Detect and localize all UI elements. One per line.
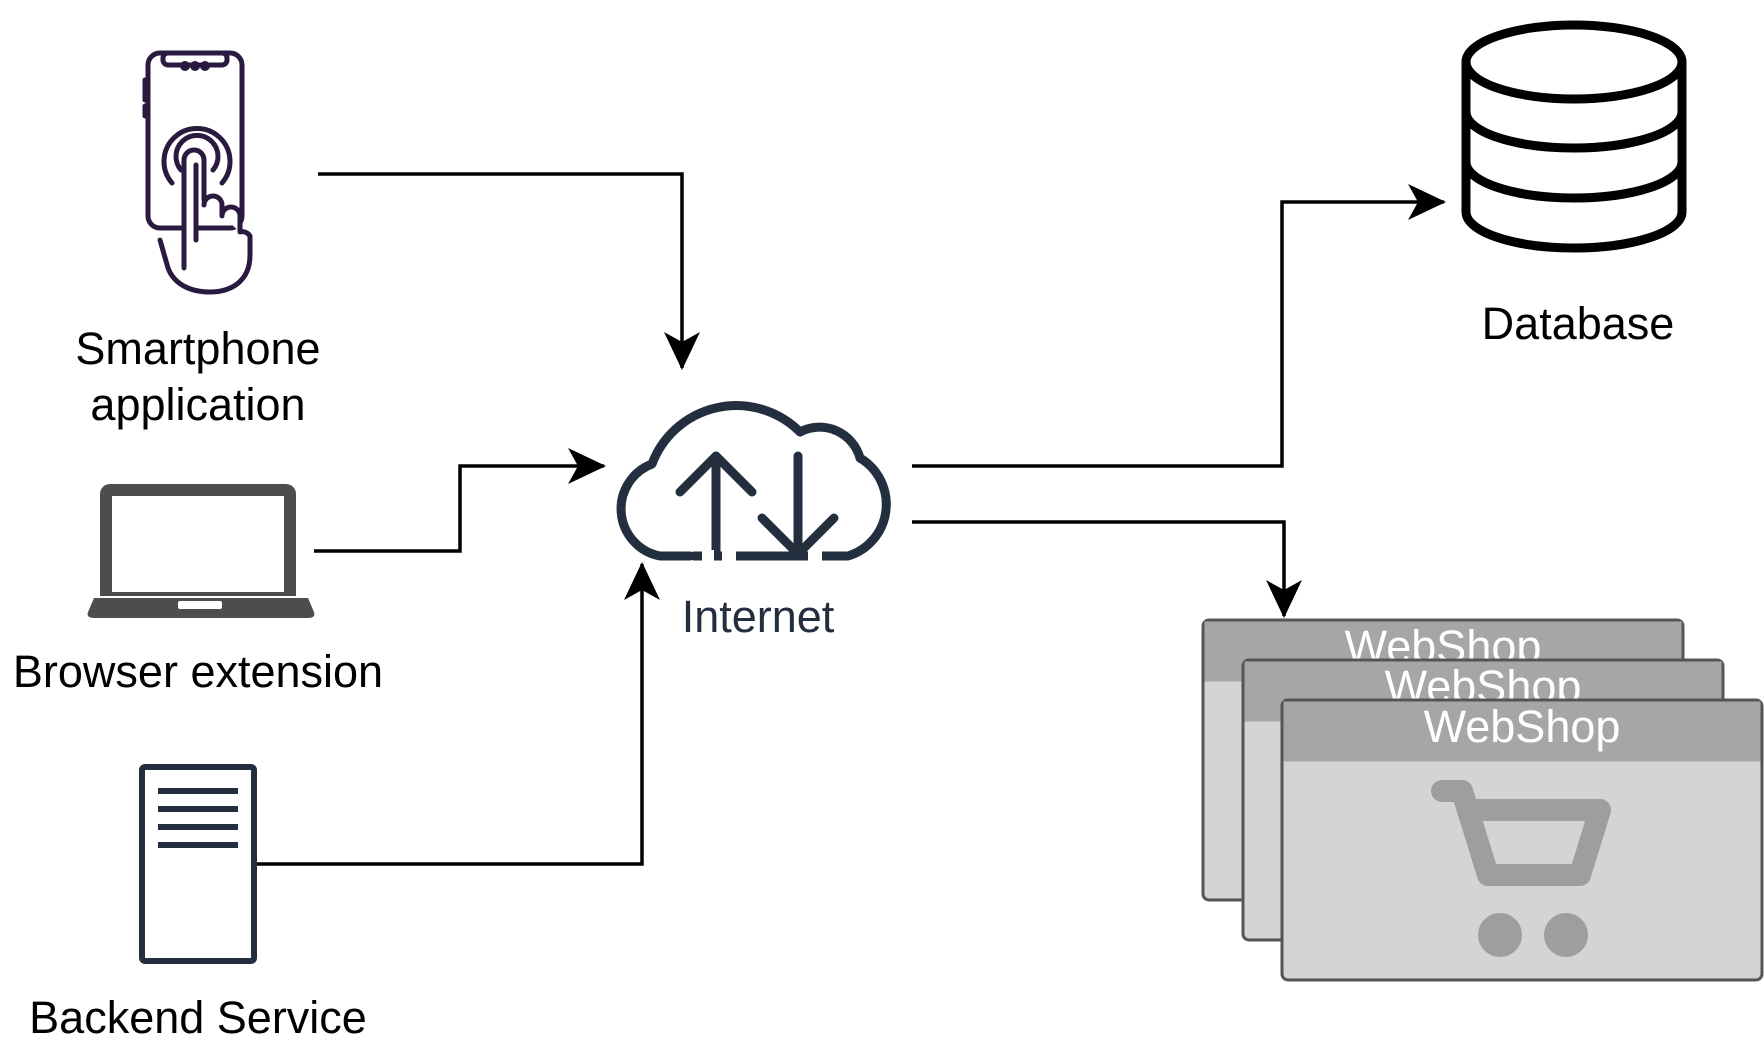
database-label: Database [1482,298,1675,349]
cloud-gap-right [808,550,822,562]
cloud-gap-left [702,550,714,562]
edges [256,172,1446,866]
database-icon [1461,20,1687,253]
internet-node: Internet [616,401,891,642]
server-icon [139,764,257,964]
cloud-upload-download-icon [616,401,891,561]
edge-internet-database [912,184,1446,468]
webshops-node: WebShop WebShop WebShop [1201,618,1764,982]
edge-internet-webshops [912,520,1302,618]
browser-label: Browser extension [13,646,383,697]
smartphone-touch-icon [142,50,253,295]
smartphone-label-line1: Smartphone [75,323,320,374]
database-node: Database [1461,20,1687,349]
edge-browser-internet [314,448,606,553]
browser-node: Browser extension [13,484,383,697]
backend-label: Backend Service [29,992,367,1043]
cloud-gap-mid [722,550,736,562]
smartphone-node: Smartphone application [75,50,321,430]
laptop-icon [87,484,315,618]
backend-node: Backend Service [29,764,367,1043]
webshop-title: WebShop [1424,701,1621,752]
internet-label: Internet [682,591,835,642]
smartphone-label-line2: application [90,379,305,430]
shopping-cart-icon [1431,780,1611,957]
webshop-window-front: WebShop [1280,698,1764,982]
edge-smartphone-internet [318,172,700,370]
edge-backend-internet [256,562,660,866]
